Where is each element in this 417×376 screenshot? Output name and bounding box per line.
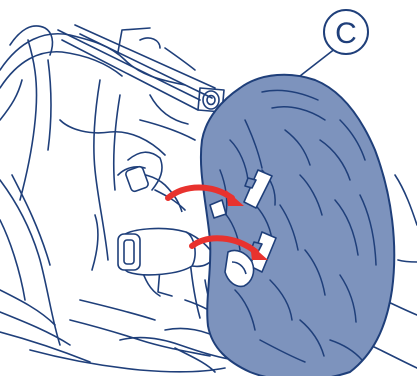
bag-cover-part [201,75,394,376]
bag-cover-body [201,75,394,376]
callout-letter: C [335,17,357,50]
strap-buckle-icon [118,166,214,275]
callout-badge: C [300,10,368,76]
